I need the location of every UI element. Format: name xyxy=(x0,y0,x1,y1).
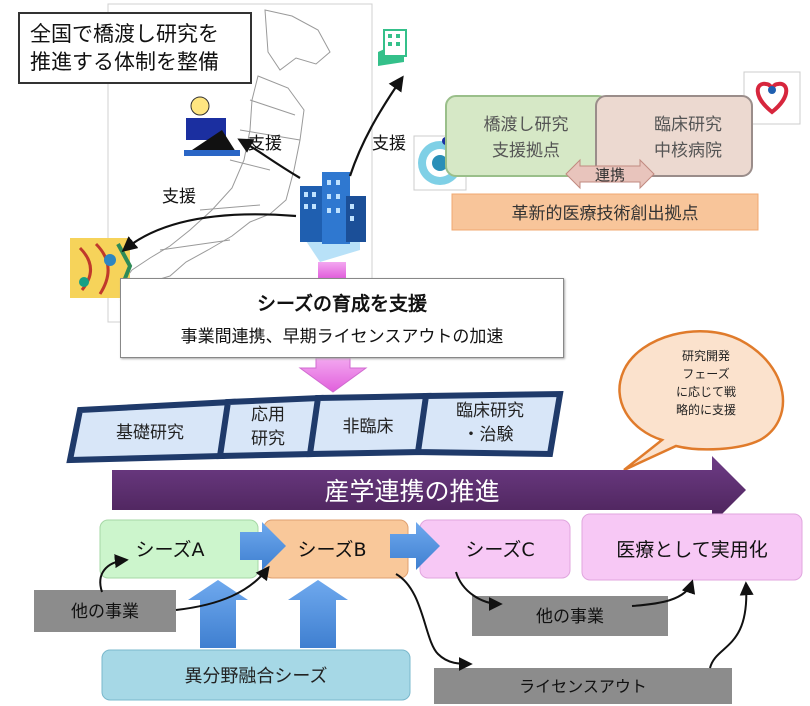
phase-basic: 基礎研究 xyxy=(116,423,184,443)
arrow-b-to-c xyxy=(390,522,440,570)
seed-c-label: シーズC xyxy=(465,539,534,561)
seed-b-label: シーズB xyxy=(297,539,366,561)
clinical-label-line2: 中核病院 xyxy=(654,141,722,161)
fusion-box xyxy=(101,649,411,701)
headquarters-building-icon xyxy=(300,172,366,262)
support-arrow-up-right xyxy=(348,75,404,177)
title-line-2: 推進する体制を整備 xyxy=(30,50,219,74)
phase-clinical-1: 臨床研究 xyxy=(456,401,524,421)
connector-left-to-a xyxy=(99,554,129,593)
support-arrow-down-left xyxy=(121,213,297,252)
callout-line-3: に応じて戦 xyxy=(676,385,736,399)
license-out-label: ライセンスアウト xyxy=(519,677,647,696)
phase-preclinical: 非臨床 xyxy=(343,417,394,437)
seeds-support-title: シーズの育成を支援 xyxy=(256,293,428,315)
callout-line-1: 研究開発 xyxy=(682,348,730,363)
other-business-right-label: 他の事業 xyxy=(536,607,604,627)
seed-a-label: シーズA xyxy=(135,539,204,561)
phase-applied-1: 応用 xyxy=(251,405,285,425)
collab-double-arrow xyxy=(565,158,655,190)
down-arrow-lower xyxy=(298,357,368,393)
clinical-label-line1: 臨床研究 xyxy=(654,115,722,135)
other-business-right-box xyxy=(472,596,668,636)
connector-left-to-b xyxy=(175,565,270,611)
bridge-label-line2: 支援拠点 xyxy=(492,141,560,161)
researcher-lightbulb-icon xyxy=(184,96,240,156)
lab-building-icon xyxy=(378,29,407,66)
seeds-support-subtitle: 事業間連携、早期ライセンスアウトの加速 xyxy=(180,327,504,347)
callout-line-2: フェーズ xyxy=(682,366,729,381)
innovation-label: 革新的医療技術創出拠点 xyxy=(512,204,699,224)
fusion-up-arrow-right xyxy=(288,580,348,648)
promotion-label: 産学連携の推進 xyxy=(324,477,499,506)
phase-clinical-2: ・治験 xyxy=(463,425,514,445)
support-label-3: 支援 xyxy=(162,187,196,207)
promotion-arrow-shape xyxy=(112,456,746,524)
connector-other-to-practical xyxy=(631,579,696,607)
support-label-2: 支援 xyxy=(372,134,406,154)
connector-c-to-other xyxy=(455,571,503,611)
other-business-left-label: 他の事業 xyxy=(71,602,139,622)
license-out-box xyxy=(434,668,732,704)
collab-label: 連携 xyxy=(595,166,625,184)
fusion-label: 異分野融合シーズ xyxy=(184,666,327,687)
title-line-1: 全国で橋渡し研究を xyxy=(30,22,219,46)
other-business-left-box xyxy=(34,590,176,632)
practical-label: 医療として実用化 xyxy=(616,539,767,561)
seeds-support-box: シーズの育成を支援 事業間連携、早期ライセンスアウトの加速 xyxy=(120,278,564,358)
bridge-research-box xyxy=(445,95,609,177)
fusion-up-arrow-left xyxy=(188,580,248,648)
title-box: 全国で橋渡し研究を 推進する体制を整備 xyxy=(18,12,252,84)
clinical-core-box xyxy=(595,95,753,177)
bridge-label-line1: 橋渡し研究 xyxy=(484,115,569,135)
phase-bar xyxy=(66,390,564,464)
connector-b-to-license xyxy=(395,573,473,671)
support-label-1: 支援 xyxy=(248,134,282,154)
callout-line-4: 略的に支援 xyxy=(676,402,736,417)
callout-bubble xyxy=(618,329,785,472)
connector-license-to-practical xyxy=(709,581,754,669)
phase-applied-2: 研究 xyxy=(251,429,285,449)
down-arrow-upper xyxy=(318,262,346,278)
innovation-bar xyxy=(451,193,759,231)
arrow-a-to-b xyxy=(240,522,286,570)
support-arrow-up-left xyxy=(237,138,301,179)
